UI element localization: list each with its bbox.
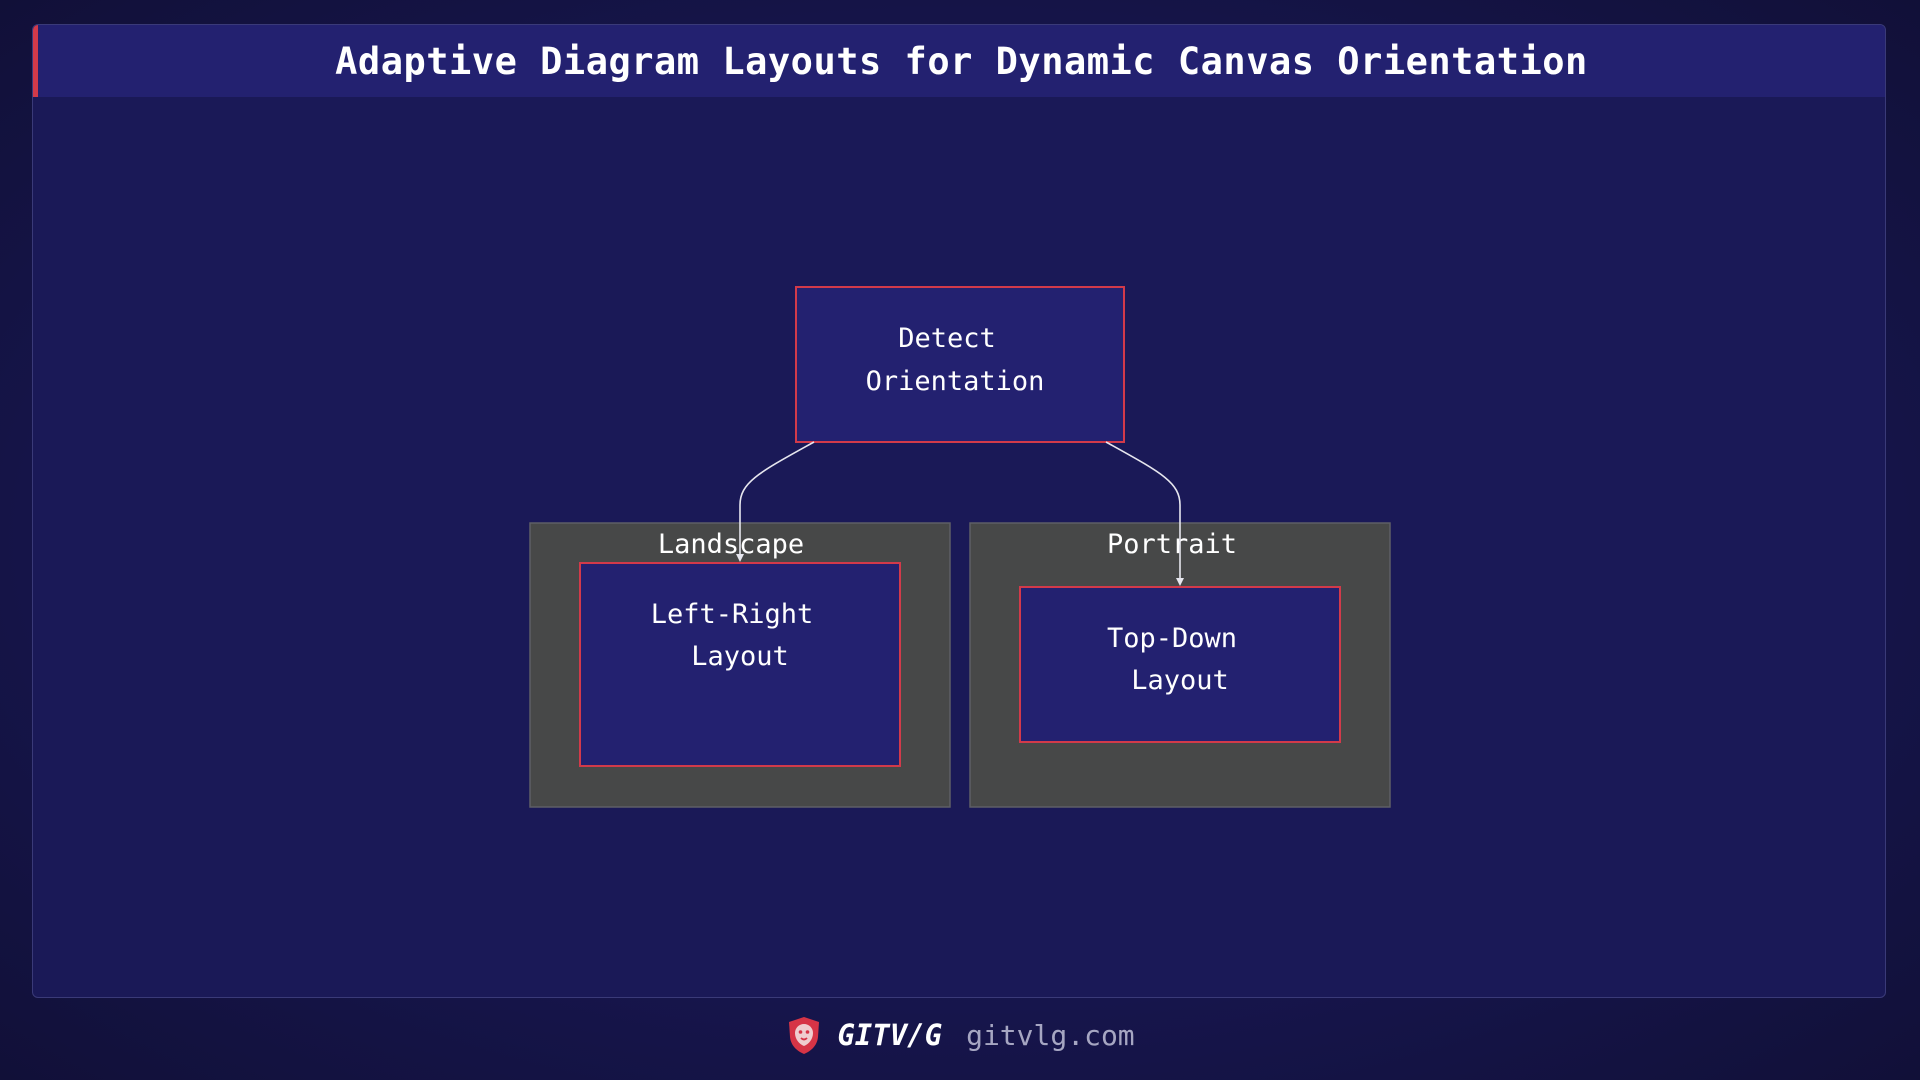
title-bar: Adaptive Diagram Layouts for Dynamic Can… [33, 25, 1885, 97]
edge-detect-to-top-down [1105, 441, 1184, 586]
node-top-down-line1: Top-Down [1107, 623, 1237, 654]
node-detect-orientation-line2: Orientation [866, 366, 1045, 397]
edge-detect-to-left-right [736, 441, 815, 562]
lion-shield-icon [789, 1017, 820, 1054]
diagram-panel: Adaptive Diagram Layouts for Dynamic Can… [32, 24, 1886, 998]
page-title: Adaptive Diagram Layouts for Dynamic Can… [335, 39, 1588, 83]
footer: GITV/G gitvlg.com [0, 1012, 1920, 1058]
node-left-right-line1: Left-Right [651, 599, 814, 630]
cluster-portrait-label: Portrait [1107, 529, 1237, 560]
footer-url-link[interactable]: gitvlg.com [966, 1018, 1135, 1052]
node-detect-orientation[interactable]: Detect Orientation [795, 286, 1125, 443]
node-top-down-layout[interactable]: Top-Down Layout [1019, 586, 1341, 743]
footer-brand: GITV/G [837, 1018, 943, 1052]
node-top-down-line2: Layout [1131, 665, 1229, 696]
cluster-landscape-label: Landscape [658, 529, 804, 560]
node-detect-orientation-line1: Detect [898, 323, 996, 354]
node-left-right-line2: Layout [691, 641, 789, 672]
node-left-right-layout[interactable]: Left-Right Layout [579, 562, 901, 767]
